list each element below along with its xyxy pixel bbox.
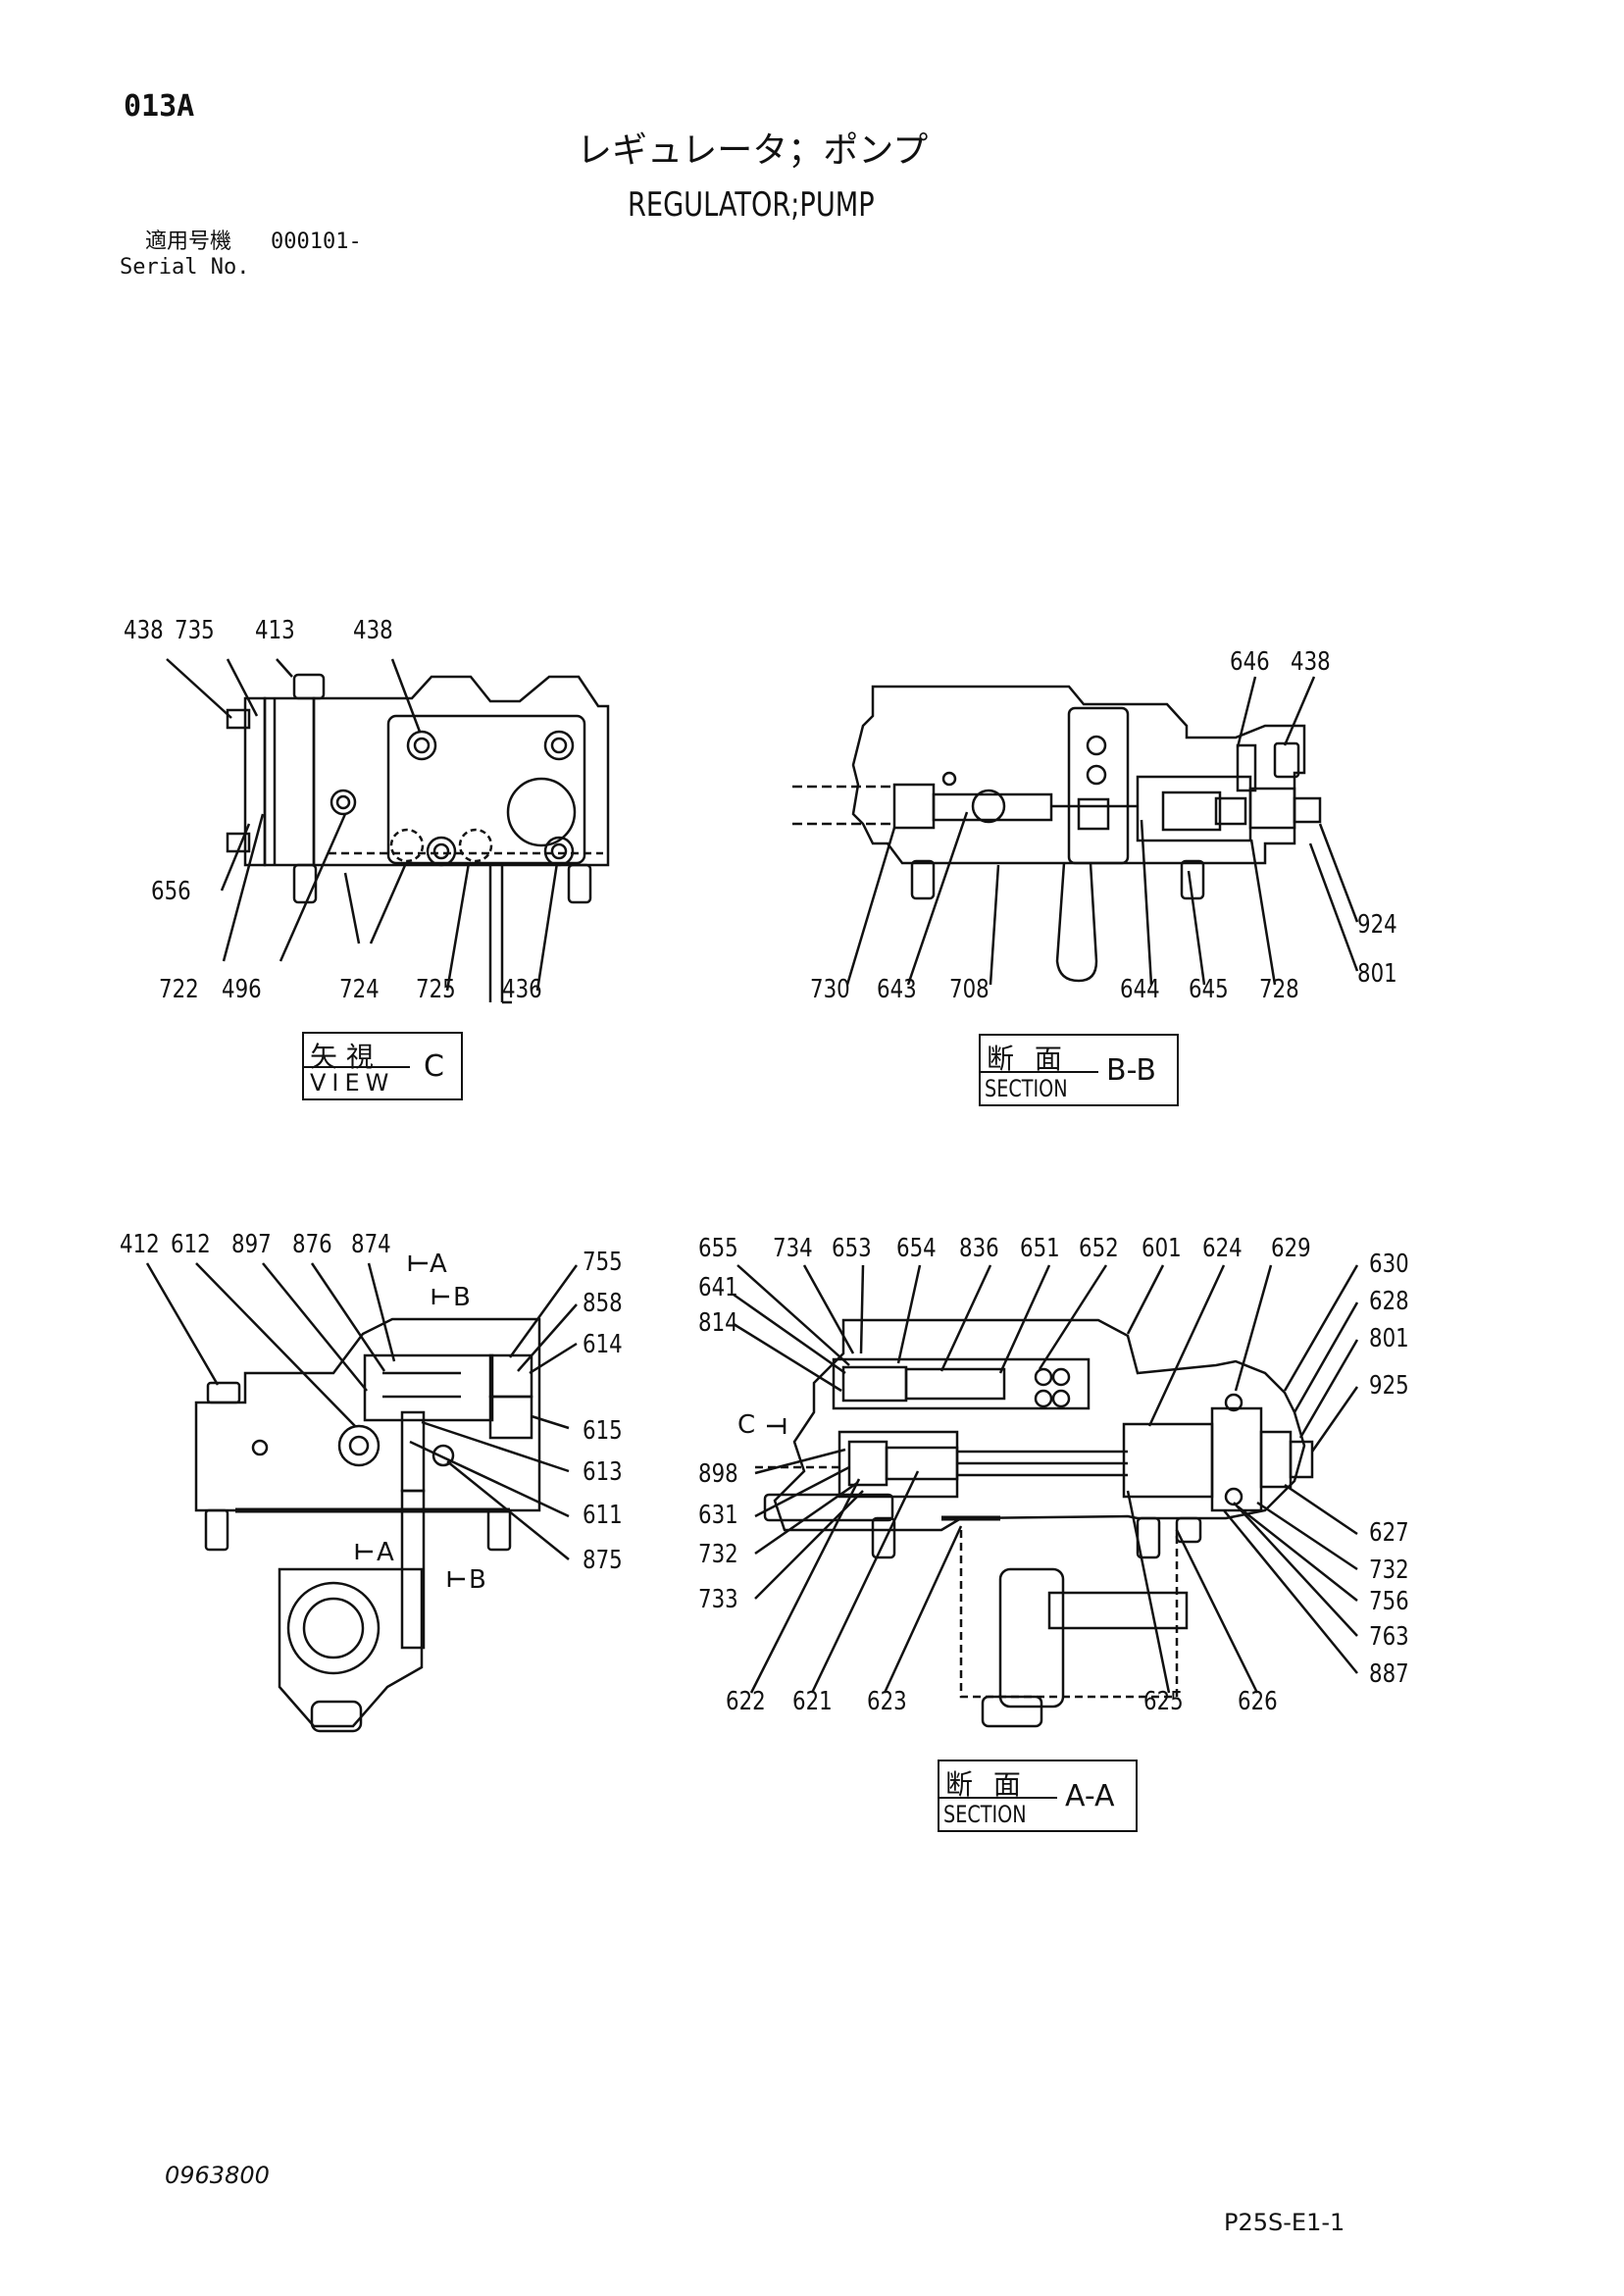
part-number: 611 xyxy=(583,1501,623,1530)
section-label-jp: 断 面 xyxy=(987,1043,1068,1075)
part-number: 438 xyxy=(353,616,393,645)
part-number: 898 xyxy=(698,1459,738,1489)
part-number: 651 xyxy=(1020,1234,1060,1263)
part-number: 623 xyxy=(867,1687,907,1716)
serial-label-jp: 適用号機 xyxy=(145,230,232,254)
section-label-en: SECTION xyxy=(943,1801,1027,1828)
title-english: REGULATOR;PUMP xyxy=(628,185,875,225)
view-c-box: 矢 視 VIEW C xyxy=(302,1032,463,1100)
direction-mark: A xyxy=(430,1250,447,1279)
part-number: 876 xyxy=(292,1230,332,1259)
part-number: 496 xyxy=(222,975,262,1004)
part-number: 630 xyxy=(1369,1250,1409,1279)
part-number: 836 xyxy=(959,1234,999,1263)
part-number: 644 xyxy=(1120,975,1160,1004)
part-number: 413 xyxy=(255,616,295,645)
part-number: 732 xyxy=(698,1540,738,1569)
direction-mark: A xyxy=(377,1538,394,1567)
part-number: 614 xyxy=(583,1330,623,1359)
part-number: 612 xyxy=(171,1230,211,1259)
part-number: 615 xyxy=(583,1416,623,1446)
part-number: 722 xyxy=(159,975,199,1004)
section-label-en: SECTION xyxy=(985,1075,1068,1102)
part-number: 412 xyxy=(120,1230,160,1259)
drawing-number: 0963800 xyxy=(165,2162,270,2189)
part-number: 641 xyxy=(698,1273,738,1302)
part-number: 924 xyxy=(1357,910,1397,940)
part-number: 438 xyxy=(124,616,164,645)
part-number: 814 xyxy=(698,1308,738,1338)
part-number: 656 xyxy=(151,877,191,906)
section-letter: A-A xyxy=(1065,1779,1115,1813)
section-letter: B-B xyxy=(1106,1053,1156,1088)
part-number: 858 xyxy=(583,1289,623,1318)
part-number: 874 xyxy=(351,1230,391,1259)
part-number: 724 xyxy=(339,975,380,1004)
direction-mark: B xyxy=(469,1565,486,1595)
section-aa-box: 断 面 SECTION A-A xyxy=(938,1760,1138,1832)
part-number: 652 xyxy=(1079,1234,1119,1263)
page-id: 013A xyxy=(124,89,195,124)
part-number: 438 xyxy=(1291,647,1331,677)
part-number: 621 xyxy=(792,1687,833,1716)
section-bb-box: 断 面 SECTION B-B xyxy=(979,1034,1179,1106)
direction-mark: C xyxy=(737,1410,756,1440)
part-number: 628 xyxy=(1369,1287,1409,1316)
part-number: 613 xyxy=(583,1457,623,1487)
part-number: 925 xyxy=(1369,1371,1409,1401)
part-number: 887 xyxy=(1369,1659,1409,1689)
divider xyxy=(939,1797,1057,1799)
part-number: 875 xyxy=(583,1546,623,1575)
part-number: 436 xyxy=(502,975,542,1004)
part-number: 897 xyxy=(231,1230,272,1259)
serial-value: 000101- xyxy=(271,230,362,254)
title-japanese: レギュレータ；ポンプ xyxy=(577,130,929,171)
part-number: 646 xyxy=(1230,647,1270,677)
part-number: 734 xyxy=(773,1234,813,1263)
part-number: 655 xyxy=(698,1234,738,1263)
section-bb-drawing xyxy=(792,676,1359,986)
view-c-drawing xyxy=(166,658,610,1004)
serial-label-en: Serial No. xyxy=(120,255,250,280)
part-number: 755 xyxy=(583,1248,623,1277)
part-number: 654 xyxy=(896,1234,937,1263)
section-label-jp: 断 面 xyxy=(945,1768,1027,1801)
part-number: 626 xyxy=(1238,1687,1278,1716)
direction-mark: B xyxy=(453,1283,471,1312)
section-aa-drawing xyxy=(733,1264,1359,1728)
part-number: 801 xyxy=(1369,1324,1409,1353)
section-left-drawing xyxy=(145,1255,579,1733)
part-number: 730 xyxy=(810,975,850,1004)
part-number: 645 xyxy=(1189,975,1229,1004)
divider xyxy=(981,1071,1098,1073)
part-number: 622 xyxy=(726,1687,766,1716)
part-number: 631 xyxy=(698,1501,738,1530)
part-number: 708 xyxy=(949,975,990,1004)
sheet-id: P25S-E1-1 xyxy=(1224,2209,1345,2236)
part-number: 735 xyxy=(175,616,215,645)
part-number: 728 xyxy=(1259,975,1299,1004)
part-number: 653 xyxy=(832,1234,872,1263)
view-letter: C xyxy=(424,1049,444,1084)
part-number: 643 xyxy=(877,975,917,1004)
view-label-en: VIEW xyxy=(310,1069,395,1097)
part-number: 733 xyxy=(698,1585,738,1614)
part-number: 627 xyxy=(1369,1518,1409,1548)
part-number: 625 xyxy=(1143,1687,1184,1716)
part-number: 801 xyxy=(1357,959,1397,989)
part-number: 601 xyxy=(1142,1234,1182,1263)
part-number: 732 xyxy=(1369,1556,1409,1585)
part-number: 756 xyxy=(1369,1587,1409,1616)
part-number: 629 xyxy=(1271,1234,1311,1263)
part-number: 763 xyxy=(1369,1622,1409,1652)
part-number: 725 xyxy=(416,975,456,1004)
divider xyxy=(304,1066,410,1068)
part-number: 624 xyxy=(1202,1234,1243,1263)
